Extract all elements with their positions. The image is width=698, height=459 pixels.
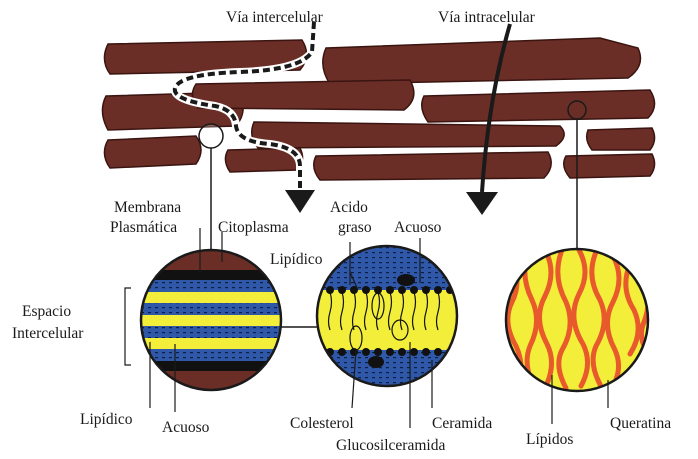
label-lipidico-top: Lipídico [270, 251, 323, 268]
label-acuoso-top: Acuoso [394, 219, 442, 236]
corneocyte [104, 136, 201, 168]
keratin-detail-circle [504, 247, 650, 393]
label-via-intercelular: Vía intercelular [226, 9, 324, 26]
label-intercelular: Intercelular [12, 325, 84, 342]
corneocyte [587, 128, 655, 150]
intercellular-arrowhead [285, 190, 315, 213]
stratum-corneum-cells [102, 38, 654, 180]
label-citoplasma: Citoplasma [218, 219, 289, 236]
label-lipidico-bottom: Lipídico [80, 411, 133, 428]
intracellular-arrowhead [466, 192, 498, 215]
corneocyte [252, 122, 564, 148]
corneocyte [422, 90, 655, 122]
label-lipidos: Lípidos [526, 431, 573, 448]
label-glucosilceramida: Glucosilceramida [336, 437, 445, 454]
label-graso: graso [338, 219, 372, 236]
label-acido: Acido [330, 199, 368, 216]
corneocyte [323, 38, 641, 84]
label-ceramida: Ceramida [432, 415, 492, 432]
label-colesterol: Colesterol [290, 415, 354, 432]
corneocyte [314, 152, 551, 180]
label-via-intracelular: Vía intracelular [438, 9, 536, 26]
label-membrana: Membrana [114, 199, 181, 216]
label-espacio: Espacio [22, 303, 71, 320]
label-queratina: Queratina [610, 415, 671, 432]
label-acuoso-bottom: Acuoso [162, 419, 210, 436]
label-plasmatica: Plasmática [110, 219, 177, 236]
